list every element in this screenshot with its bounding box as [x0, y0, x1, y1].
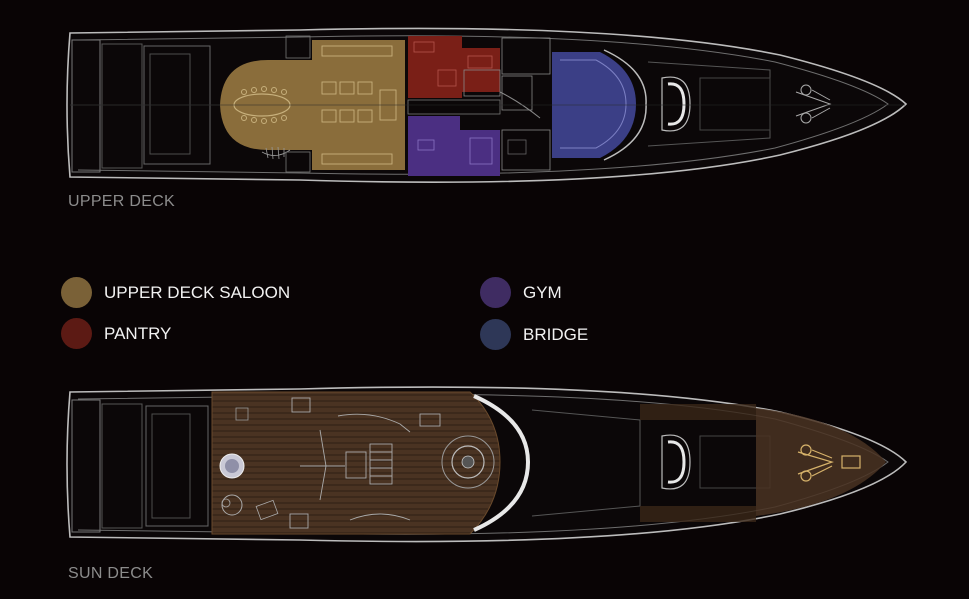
sun-deck-label: SUN DECK — [68, 565, 154, 582]
saloon-furniture — [321, 45, 397, 165]
pantry-area — [408, 36, 500, 98]
legend-swatch-gym — [480, 277, 511, 308]
bridge-windshield — [603, 49, 647, 161]
legend-label-bridge: BRIDGE — [523, 324, 589, 344]
sun-deck-centre-furniture — [289, 397, 441, 529]
legend-swatch-pantry — [61, 318, 92, 349]
upper-foredeck-skylight — [661, 76, 691, 132]
legend-swatch-saloon — [61, 277, 92, 308]
upper-deck-plan — [66, 27, 908, 184]
upper-aft-platform — [71, 39, 101, 173]
upper-deck-bulwark — [77, 35, 889, 175]
upper-aft-lounge — [149, 53, 191, 155]
sun-deck-teak-area — [211, 391, 501, 535]
legend-item-gym: GYM — [480, 277, 562, 308]
sun-bow-teak-area — [756, 408, 886, 516]
legend-item-pantry: PANTRY — [61, 318, 171, 349]
upper-deck-label: UPPER DECK — [68, 193, 176, 210]
gym-area — [408, 116, 500, 176]
jacuzzi-icon — [219, 453, 245, 479]
sun-foredeck-skylight — [661, 434, 691, 490]
sun-anchor-winches — [797, 444, 861, 482]
upper-stair-icon — [261, 146, 291, 160]
legend-label-gym: GYM — [523, 282, 562, 302]
legend-swatch-bridge — [480, 319, 511, 350]
upper-aft-stairs — [101, 43, 143, 169]
sun-deck-bulwark — [77, 393, 889, 535]
helm-wheel-icon — [441, 435, 495, 489]
sun-deck-windscreen — [473, 394, 531, 532]
legend-label-pantry: PANTRY — [104, 323, 172, 343]
upper-anchor-winches — [795, 84, 832, 124]
sun-deck-plan — [66, 386, 908, 543]
legend-label-saloon: UPPER DECK SALOON — [104, 282, 291, 302]
legend-item-upper-deck-saloon: UPPER DECK SALOON — [61, 277, 290, 308]
legend-item-bridge: BRIDGE — [480, 319, 588, 350]
